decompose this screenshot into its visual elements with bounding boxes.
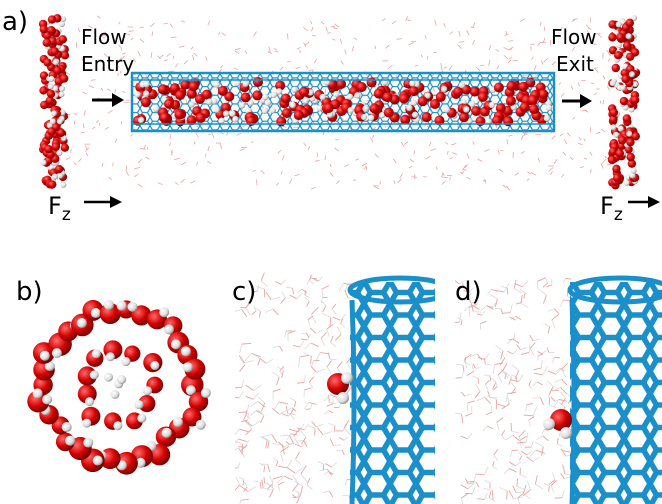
bulk-water-lines bbox=[455, 276, 577, 504]
confined-water-chain bbox=[132, 77, 553, 127]
nanotube-entrance-c bbox=[347, 275, 435, 504]
flow-entry-label-line2: Entry bbox=[81, 52, 134, 76]
force-left: Fz bbox=[48, 192, 122, 225]
nanotube-entrance-d bbox=[567, 275, 662, 504]
panel-b: b) bbox=[16, 277, 211, 475]
flow-exit-label-line2: Exit bbox=[556, 52, 594, 76]
right-water-slab bbox=[607, 15, 641, 190]
water-molecule-c bbox=[327, 372, 353, 404]
carbon-nanotube bbox=[130, 71, 556, 133]
panel-c-label: c) bbox=[232, 277, 256, 307]
flow-entry-label-line1: Flow bbox=[81, 25, 127, 49]
arrow-right-icon bbox=[562, 94, 592, 108]
panel-a-label: a) bbox=[2, 7, 28, 37]
panel-a: a) Flow Entry Flow Exit Fz Fz bbox=[2, 7, 660, 225]
arrow-right-icon bbox=[628, 196, 660, 208]
force-right: Fz bbox=[600, 192, 660, 225]
force-left-symbol: Fz bbox=[48, 192, 71, 225]
arrow-right-icon bbox=[92, 93, 124, 107]
flow-exit-label-line1: Flow bbox=[551, 25, 597, 49]
panel-d: d) bbox=[455, 275, 662, 504]
water-ring-cross-section bbox=[27, 299, 211, 475]
panel-d-label: d) bbox=[455, 277, 482, 307]
water-molecule-d bbox=[543, 409, 572, 439]
arrow-right-icon bbox=[84, 196, 122, 208]
panel-c: c) bbox=[232, 272, 435, 504]
panel-b-label: b) bbox=[16, 277, 43, 307]
force-right-symbol: Fz bbox=[600, 192, 623, 225]
left-water-slab bbox=[38, 14, 70, 189]
